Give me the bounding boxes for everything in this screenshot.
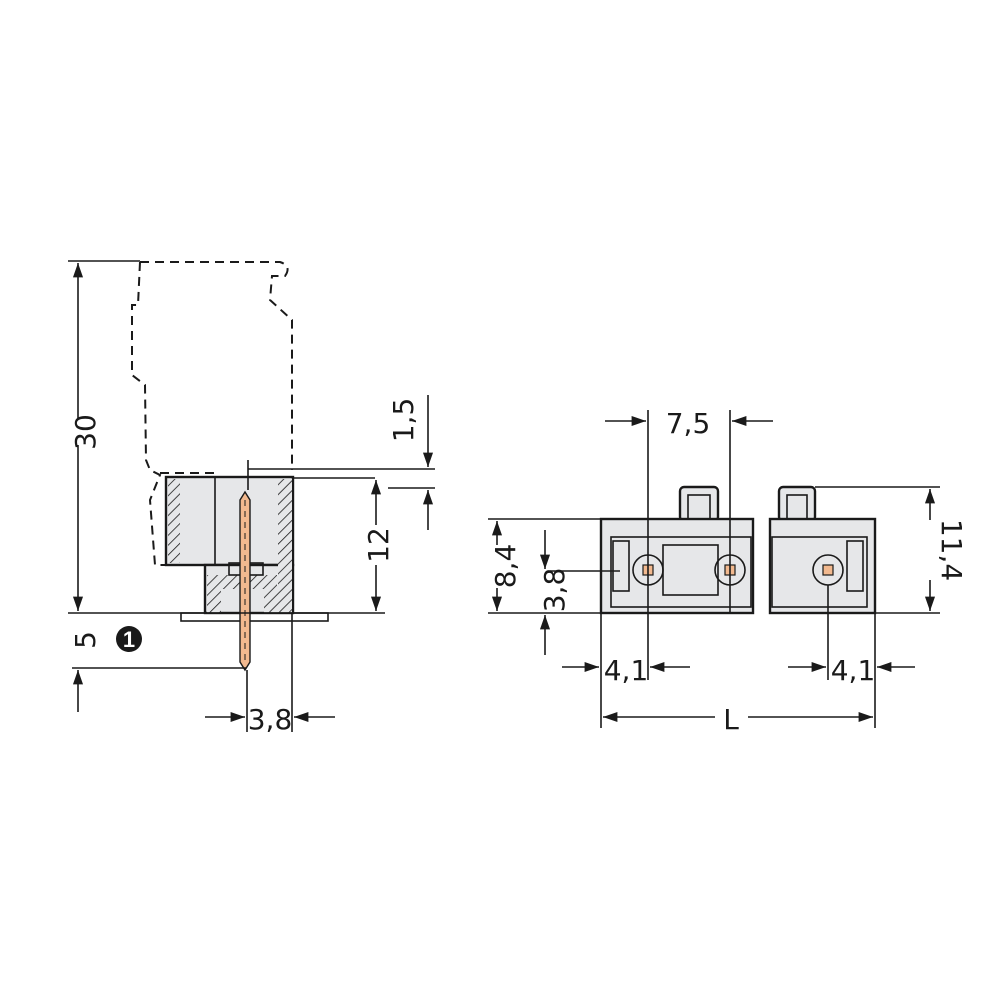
dim-offset-top: 1,5 [387,398,420,443]
dim-edge-left: 4,1 [604,654,649,687]
connector-block-right [768,485,877,615]
dim-length: L [723,703,739,736]
dim-body-height-front: 8,4 [489,544,522,589]
dim-overall-height: 30 [69,414,102,450]
dim-pitch: 7,5 [666,407,711,440]
dim-total-height: 11,4 [935,519,968,581]
dim-pin-length: 5 [69,631,102,649]
note-marker: 1 [123,627,135,652]
dim-edge-right: 4,1 [831,654,876,687]
dim-pin-height: 3,8 [538,568,571,613]
pcb-board [180,612,329,622]
connector-body-section [164,475,295,615]
dim-body-height: 12 [362,527,395,563]
front-view: 7,5 8,4 3,8 11,4 4,1 4,1 L [488,407,968,736]
note-marker-circle [116,626,142,652]
side-view: 30 5 1 3,8 1,5 12 [68,260,435,736]
mating-plug-outline [131,261,293,566]
dim-pin-offset: 3,8 [248,703,293,736]
connector-block-left [599,485,755,615]
